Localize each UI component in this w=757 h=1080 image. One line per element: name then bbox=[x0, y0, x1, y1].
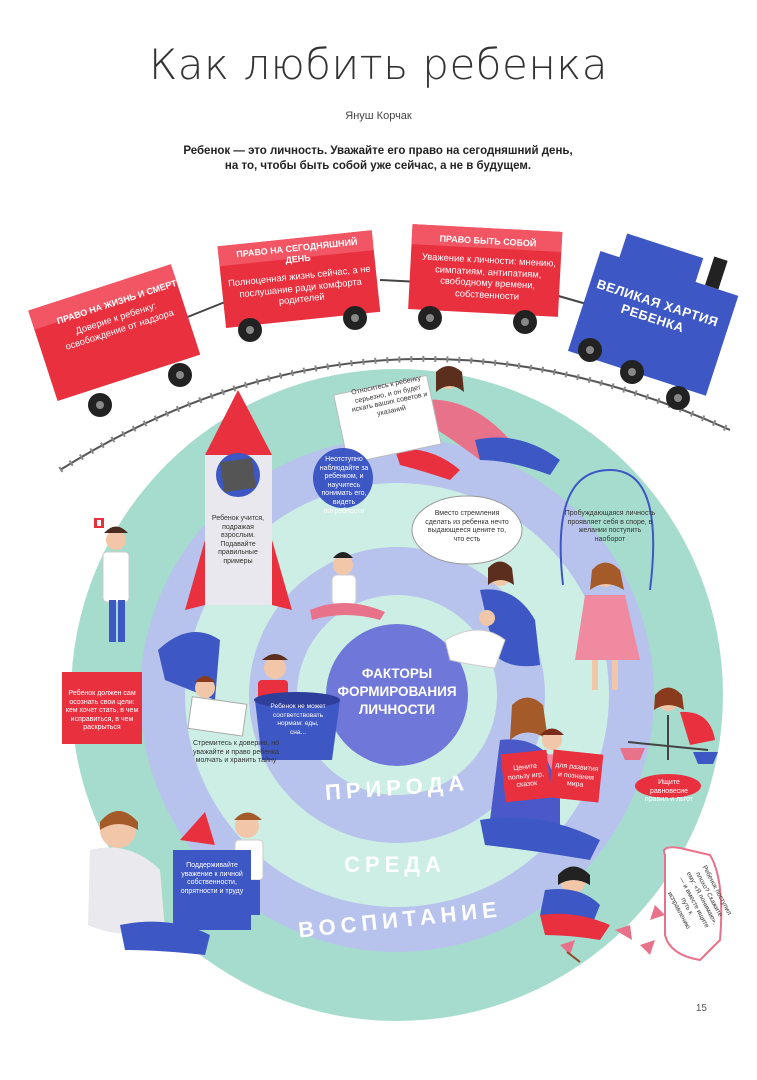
page-title: Как любить ребенка bbox=[149, 40, 608, 89]
ring-label-environment: СРЕДА bbox=[344, 852, 446, 877]
respect-card: Поддерживайте уважение к личной собствен… bbox=[173, 850, 251, 930]
book-left-page: Цените пользу игр, сказок bbox=[500, 749, 552, 803]
note-instead: Вместо стремления сделать из ребенка неч… bbox=[425, 510, 509, 543]
note-goals: Ребенок должен сам осознать свои цели: к… bbox=[65, 690, 139, 732]
note-observe: Неотступно наблюдайте за ребенком, и нау… bbox=[319, 456, 369, 515]
note-awakening: Пробуждающаяся личность проявляет себя в… bbox=[564, 510, 656, 543]
author: Януш Корчак bbox=[345, 110, 412, 122]
center-label: ФАКТОРЫ ФОРМИРОВАНИЯ ЛИЧНОСТИ bbox=[337, 666, 457, 717]
note-for-dev: для развития и познания мира bbox=[554, 761, 599, 789]
note-learns: Ребенок учится, подражая взрослым. Подав… bbox=[211, 515, 265, 565]
note-respect: Поддерживайте уважение к личной собствен… bbox=[180, 862, 244, 895]
note-norms: Ребенок не может соответствовать нормам:… bbox=[270, 703, 326, 736]
wagon3-text: Уважение к личности: мнению, симпатиям, … bbox=[421, 250, 557, 302]
lead-quote: Ребенок — это личность. Уважайте его пра… bbox=[183, 145, 573, 172]
page-number: 15 bbox=[695, 1003, 707, 1014]
note-trust: Стремитесь к доверию, но уважайте и прав… bbox=[192, 740, 280, 765]
note-balance: Ищите равновесие правил и льгот bbox=[644, 779, 694, 804]
book-right-page: для развития и познания мира bbox=[548, 749, 604, 803]
note-value-play: Цените пользу игр, сказок bbox=[507, 762, 545, 790]
goals-card: Ребенок должен сам осознать свои цели: к… bbox=[62, 672, 142, 744]
